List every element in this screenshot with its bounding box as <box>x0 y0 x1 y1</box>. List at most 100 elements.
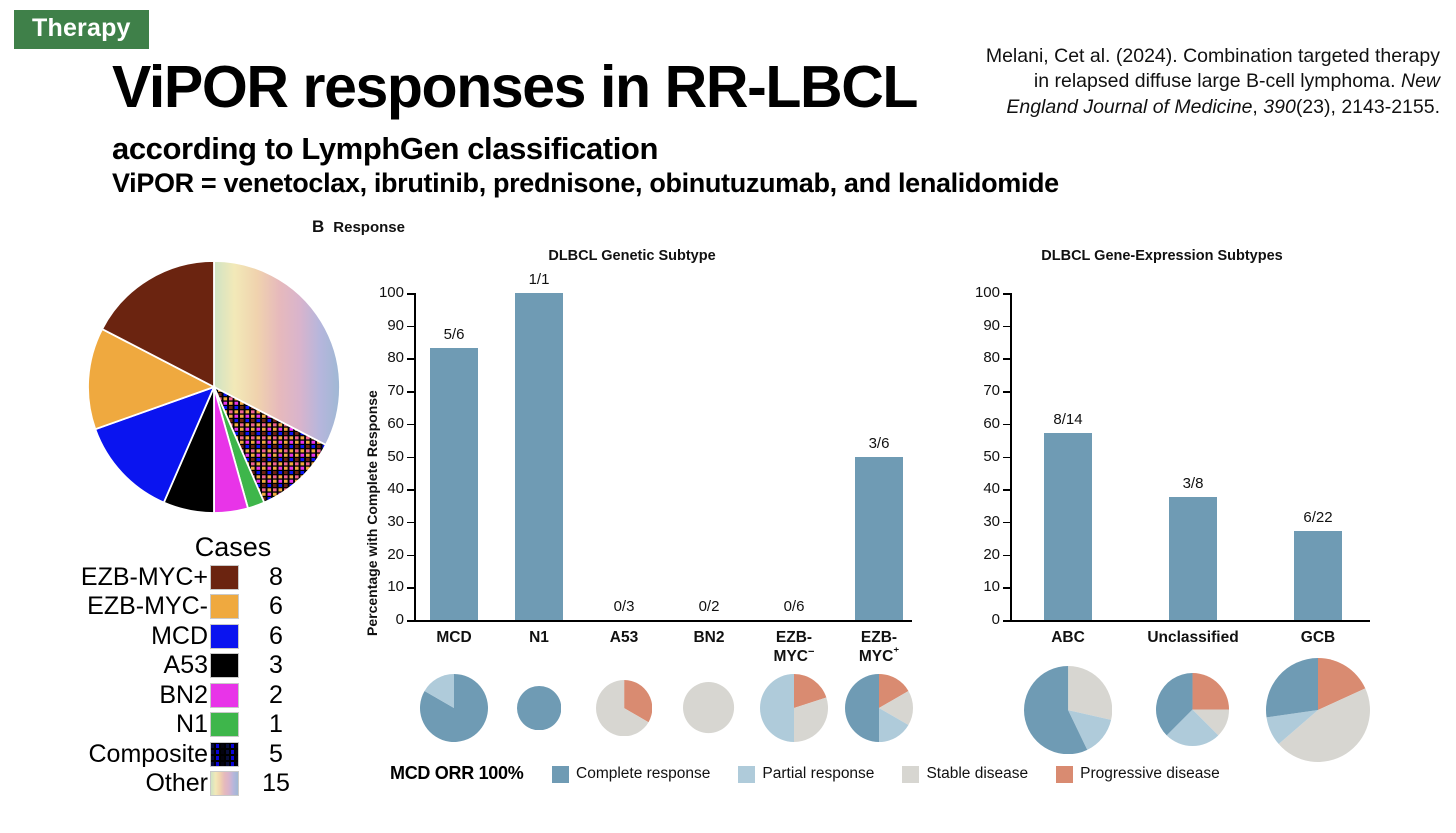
pie-legend-row: Composite 5 <box>62 739 334 769</box>
bar-value-label: 0/6 <box>783 598 805 615</box>
x-axis-category-label: GCB <box>1300 629 1336 646</box>
bar <box>515 293 563 620</box>
panel-label: Response <box>333 219 405 236</box>
lymphgen-pie-chart <box>85 258 343 516</box>
pie-legend-label: N1 <box>176 710 208 739</box>
y-axis-tick-mark <box>407 358 414 360</box>
y-axis-tick-label: 10 <box>983 578 1000 596</box>
pie-legend-swatch-icon <box>210 771 239 797</box>
citation-journal: New England Journal of Medicine <box>1006 70 1440 118</box>
pie-legend-count: 6 <box>269 592 283 621</box>
pie-legend-row: N1 1 <box>62 710 334 740</box>
page-subtitle-1: according to LymphGen classification <box>112 131 659 166</box>
y-axis-tick-label: 90 <box>983 316 1000 334</box>
y-axis-line <box>1010 293 1012 621</box>
pie-legend-count: 2 <box>269 680 283 709</box>
response-legend-label: Progressive disease <box>1080 765 1220 782</box>
pie-legend-row: A53 3 <box>62 651 334 681</box>
response-mini-pie <box>1266 658 1370 762</box>
y-axis-tick-mark <box>407 521 414 524</box>
y-axis-tick-mark <box>1003 293 1010 295</box>
bar <box>1169 497 1217 620</box>
y-axis-tick-mark <box>1003 587 1010 589</box>
x-axis-category-label: N1 <box>529 629 549 646</box>
pie-legend-label: EZB-MYC- <box>87 592 208 621</box>
y-axis-tick-mark <box>407 325 414 328</box>
y-axis-tick-label: 20 <box>983 545 1000 563</box>
therapy-badge: Therapy <box>14 10 149 49</box>
y-axis-tick-label: 90 <box>387 316 404 334</box>
response-mini-pie <box>683 682 735 734</box>
y-axis-tick-label: 0 <box>991 611 1000 628</box>
y-axis-tick-mark <box>407 554 414 557</box>
citation-sep: , <box>1252 95 1264 118</box>
y-axis-tick-mark <box>407 489 414 491</box>
response-legend-item: Stable disease <box>902 765 1028 783</box>
y-axis-tick-mark <box>407 587 414 589</box>
genetic-subtype-chart: DLBCL Genetic Subtype Percentage with Co… <box>352 248 913 742</box>
pie-legend-count: 15 <box>262 769 290 798</box>
response-legend-label: Complete response <box>576 765 711 782</box>
x-axis-category-label: ABC <box>1051 629 1085 646</box>
response-legend-label: Stable disease <box>926 765 1029 782</box>
response-legend-item: Partial response <box>738 765 874 783</box>
pie-legend-header: Cases <box>194 532 272 562</box>
bar-value-label: 0/3 <box>613 598 635 615</box>
x-axis-category-label: EZB-MYC⁺ <box>858 629 900 666</box>
pie-legend-row: EZB-MYC+8 <box>62 562 334 592</box>
x-axis-line <box>1010 620 1370 622</box>
bar <box>855 456 903 620</box>
pie-legend-count: 3 <box>269 651 283 680</box>
y-axis-tick-label: 70 <box>983 382 1000 400</box>
x-axis-category-label: MCD <box>436 629 472 646</box>
y-axis-tick-label: 30 <box>387 512 404 530</box>
bar <box>1044 433 1092 620</box>
response-legend-item: Progressive disease <box>1056 765 1220 783</box>
x-axis-category-label: EZB-MYC− <box>773 629 815 666</box>
pie-legend-label: Composite <box>88 739 209 768</box>
y-axis-tick-mark <box>1003 620 1010 622</box>
pie-legend-swatch-icon <box>210 682 239 708</box>
y-axis-tick-label: 0 <box>395 611 404 628</box>
y-axis-tick-label: 60 <box>983 414 1000 432</box>
y-axis-tick-label: 40 <box>387 480 404 498</box>
bar-value-label: 8/14 <box>1053 411 1083 429</box>
pie-legend-swatch-icon <box>210 623 239 649</box>
bar-value-label: 3/6 <box>868 434 890 452</box>
y-axis-tick-label: 70 <box>387 382 404 400</box>
response-mini-pie <box>1156 673 1230 747</box>
pie-legend-swatch-icon <box>210 594 239 620</box>
x-axis-line <box>414 620 912 622</box>
pie-legend-count: 8 <box>269 562 283 591</box>
y-axis-tick-label: 50 <box>387 447 404 465</box>
response-legend-swatch-icon <box>902 765 920 783</box>
response-mini-pie <box>845 674 913 742</box>
response-legend-swatch-icon <box>738 765 756 783</box>
pie-legend-count: 1 <box>269 710 283 739</box>
response-mini-pie <box>1023 665 1113 755</box>
y-axis-line <box>414 293 416 621</box>
mcd-orr-note: MCD ORR 100% <box>390 763 524 783</box>
chart-title-expression: DLBCL Gene-Expression Subtypes <box>1041 248 1283 264</box>
y-axis-tick-label: 100 <box>974 284 1000 301</box>
response-legend-swatch-icon <box>552 765 569 783</box>
pie-legend-label: A53 <box>163 651 208 680</box>
y-axis-tick-mark <box>407 391 414 393</box>
bar-value-label: 0/2 <box>698 598 720 615</box>
response-legend-item: Complete response <box>552 765 710 783</box>
pie-legend-count: 6 <box>269 621 283 650</box>
pie-legend-swatch-icon <box>210 653 239 679</box>
pie-legend-count: 5 <box>269 739 283 768</box>
citation: Melani, Cet al. (2024). Combination targ… <box>970 44 1440 120</box>
bar-value-label: 3/8 <box>1182 475 1204 493</box>
y-axis-tick-label: 40 <box>983 480 1000 498</box>
response-legend-label: Partial response <box>762 765 875 782</box>
bar <box>1294 530 1342 620</box>
citation-pages: (23), 2143-2155. <box>1295 95 1440 118</box>
y-axis-tick-mark <box>1003 489 1010 491</box>
y-axis-tick-label: 20 <box>387 545 404 563</box>
